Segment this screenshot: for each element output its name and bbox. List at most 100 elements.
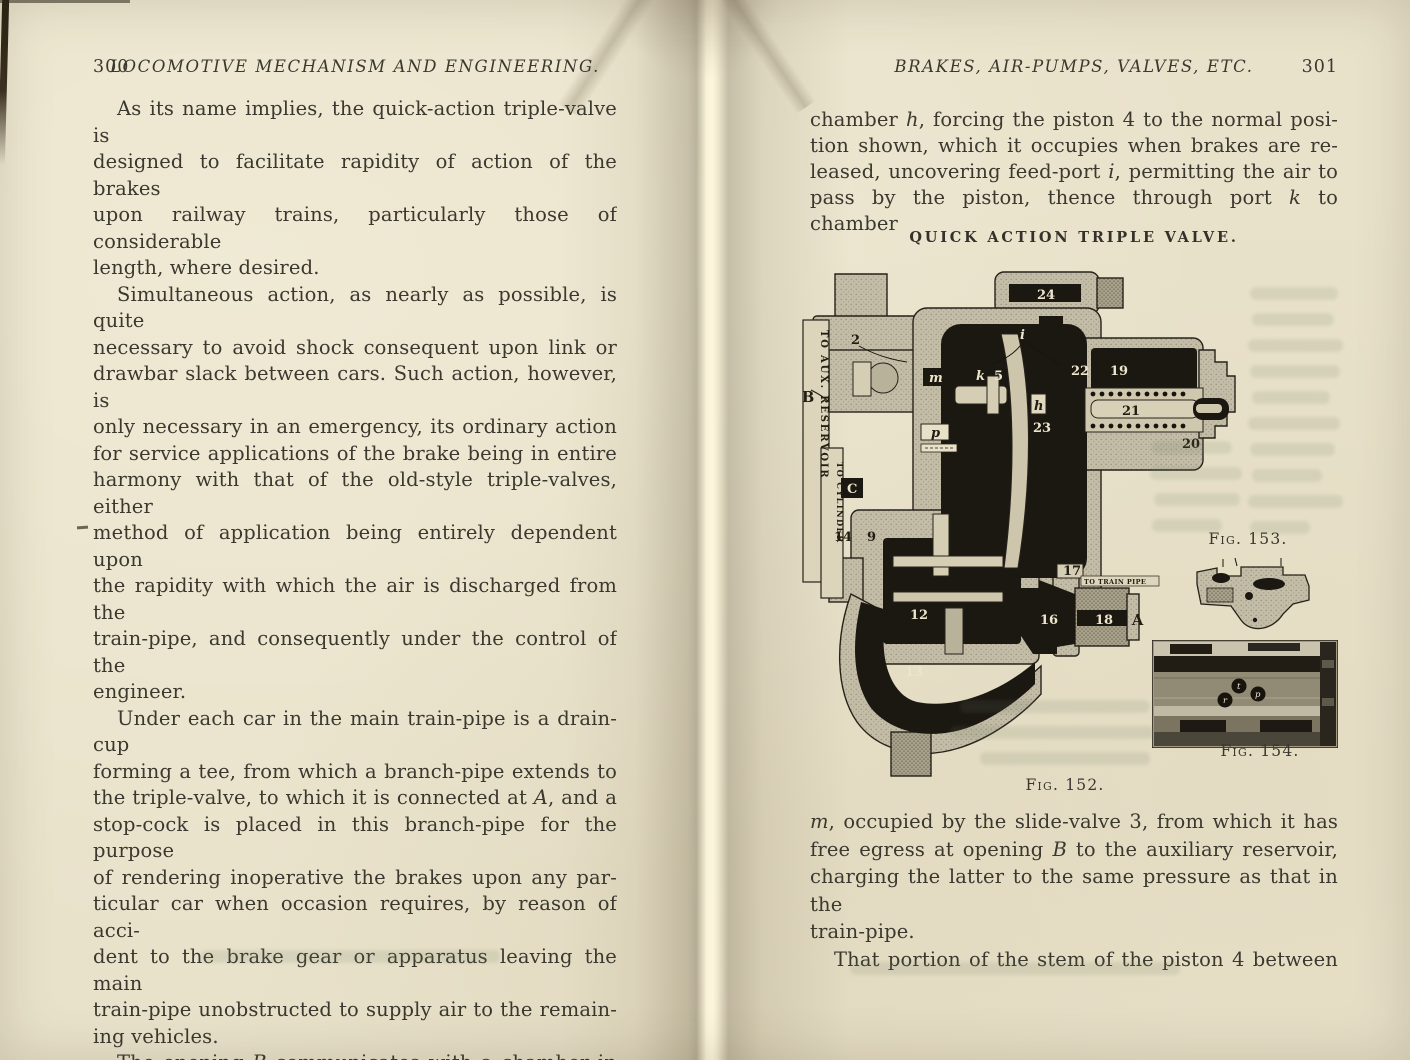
ghost-text-artifact: [1248, 417, 1340, 430]
figure-153-engraving: [1196, 557, 1310, 630]
fig152-label-h: h: [1034, 399, 1043, 414]
ghost-text-artifact: [1250, 365, 1340, 378]
text-line: upon railway trains, particularly those …: [93, 203, 617, 253]
text-line: That portion of the stem of the piston 4…: [834, 947, 1338, 971]
fig152-label-C: C: [847, 482, 857, 497]
ghost-text-artifact: [1248, 339, 1343, 352]
figure-152-engraving: 2 24 B i k 5 m h 23 22 19 21 20 p C 14 9…: [802, 271, 1236, 777]
right-running-head: BRAKES, AIR-PUMPS, VALVES, ETC. 301: [810, 57, 1338, 81]
left-page-number: 300: [93, 57, 130, 77]
text-line: dent to the brake gear or apparatus leav…: [93, 945, 617, 995]
fig152-label-19: 19: [1110, 364, 1128, 379]
fig154-port-r: r: [1223, 696, 1228, 706]
text-line: stop-cock is placed in this branch-pipe …: [93, 812, 617, 863]
text-line: ticular car when occasion requires, by r…: [93, 892, 617, 942]
ghost-text-artifact: [950, 726, 1155, 739]
text-line: the rapidity with which the air is disch…: [93, 574, 617, 624]
text-line: train-pipe, and consequently under the c…: [93, 627, 617, 677]
fig152-to-train-pipe-text: TO TRAIN PIPE: [1084, 578, 1146, 586]
ghost-text-artifact: [1252, 469, 1322, 482]
text-line: ing vehicles.: [93, 1024, 219, 1048]
fig153-caption: Fig. 153.: [1208, 530, 1288, 548]
left-running-head: 300 LOCOMOTIVE MECHANISM AND ENGINEERING…: [93, 57, 617, 81]
text-line: leased, uncovering feed-port i, permitti…: [810, 160, 1338, 183]
figure-heading: QUICK ACTION TRIPLE VALVE.: [909, 229, 1239, 246]
text-line: Under each car in the main train-pipe is…: [93, 706, 617, 757]
fig152-label-k: k: [976, 369, 985, 384]
ghost-text-artifact: [1250, 443, 1335, 456]
fig152-label-14: 14: [834, 530, 852, 545]
fig152-label-20: 20: [1182, 437, 1200, 452]
fig152-label-m: m: [929, 371, 943, 386]
left-running-title: LOCOMOTIVE MECHANISM AND ENGINEERING.: [109, 57, 600, 76]
fig152-label-21: 21: [1122, 404, 1140, 419]
fig152-label-16: 16: [1040, 613, 1058, 628]
fig152-label-5: 5: [994, 369, 1003, 384]
text-line: the triple-valve, to which it is connect…: [93, 786, 617, 809]
text-line: pass by the piston, thence through port …: [810, 186, 1338, 235]
right-running-title: BRAKES, AIR-PUMPS, VALVES, ETC.: [894, 57, 1254, 76]
text-line: designed to facilitate rapidity of actio…: [93, 150, 617, 200]
fig154-port-p: p: [1255, 690, 1261, 700]
fig152-label-9: 9: [867, 530, 876, 545]
ghost-text-artifact: [1252, 313, 1334, 326]
right-body-text-top: chamber h, forcing the piston 4 to the n…: [810, 107, 1338, 237]
ghost-text-artifact: [850, 962, 1180, 975]
text-line: train-pipe.: [810, 920, 915, 944]
ghost-text-artifact: [1252, 391, 1330, 404]
text-line: forming a tee, from which a branch-pipe …: [93, 759, 617, 783]
ghost-text-artifact: [1250, 287, 1338, 300]
fig152-label-13: 13: [905, 665, 923, 680]
text-line: only necessary in an emergency, its ordi…: [93, 415, 617, 438]
text-line: method of application being entirely dep…: [93, 521, 617, 571]
text-line: train-pipe unobstructed to supply air to…: [93, 998, 617, 1021]
text-line: tion shown, which it occupies when brake…: [810, 134, 1338, 157]
text-line: for service applications of the brake be…: [93, 441, 617, 465]
text-line: chamber h, forcing the piston 4 to the n…: [810, 108, 1338, 131]
fig154-port-t: t: [1237, 682, 1241, 692]
fig154-caption: Fig. 154.: [1220, 742, 1300, 760]
fig152-label-23: 23: [1033, 421, 1051, 436]
fig152-label-2: 2: [851, 333, 860, 348]
text-line: m, occupied by the slide-valve 3, from w…: [810, 810, 1338, 833]
text-line: The opening B communicates with a chambe…: [93, 1050, 617, 1060]
fig152-label-18: 18: [1095, 613, 1113, 628]
scan-edge-top: [0, 0, 130, 3]
fold-shadow: [614, 0, 784, 80]
fig152-label-12: 12: [910, 608, 928, 623]
ghost-text-artifact: [1152, 519, 1222, 532]
fig152-label-A: A: [1131, 612, 1144, 629]
text-line: Simultaneous action, as nearly as possib…: [93, 282, 617, 333]
text-line: As its name implies, the quick-action tr…: [93, 97, 617, 147]
ghost-text-artifact: [1150, 467, 1242, 480]
right-body-text-bottom: m, occupied by the slide-valve 3, from w…: [810, 808, 1338, 974]
text-line: charging the latter to the same pressure…: [810, 865, 1338, 916]
fig152-label-24: 24: [1037, 288, 1055, 303]
text-line: of rendering inoperative the brakes upon…: [93, 865, 617, 889]
ghost-text-artifact: [1248, 495, 1343, 508]
fig152-caption: Fig. 152.: [1025, 776, 1105, 794]
text-line: length, where desired.: [93, 256, 320, 279]
figure-154-engraving: t r p: [1152, 640, 1338, 748]
ghost-text-artifact: [1152, 441, 1232, 454]
fig152-label-i: i: [1020, 328, 1025, 343]
gutter-shadow: [560, 0, 850, 1060]
text-line: free egress at opening B to the auxiliar…: [810, 837, 1338, 861]
text-line: drawbar slack between cars. Such action,…: [93, 362, 617, 412]
text-line: engineer.: [93, 680, 187, 703]
fig152-label-B: B: [802, 389, 814, 406]
fig152-to-cylinder-text: TO CYLINDER: [834, 462, 844, 543]
ghost-text-artifact: [200, 950, 500, 963]
fig152-label-p: p: [931, 426, 940, 441]
fig152-to-aux-reservoir-text: TO AUX. RESERVOIR: [818, 330, 829, 479]
text-line: necessary to avoid shock consequent upon…: [93, 335, 617, 359]
ghost-text-artifact: [1250, 521, 1310, 534]
ghost-text-artifact: [960, 700, 1150, 713]
ghost-text-artifact: [980, 752, 1150, 765]
text-line: harmony with that of the old-style tripl…: [93, 468, 617, 518]
fig152-label-22: 22: [1071, 364, 1089, 379]
left-body-text: As its name implies, the quick-action tr…: [93, 96, 617, 1060]
right-page-number: 301: [1301, 57, 1338, 77]
fig152-label-17: 17: [1063, 564, 1081, 579]
